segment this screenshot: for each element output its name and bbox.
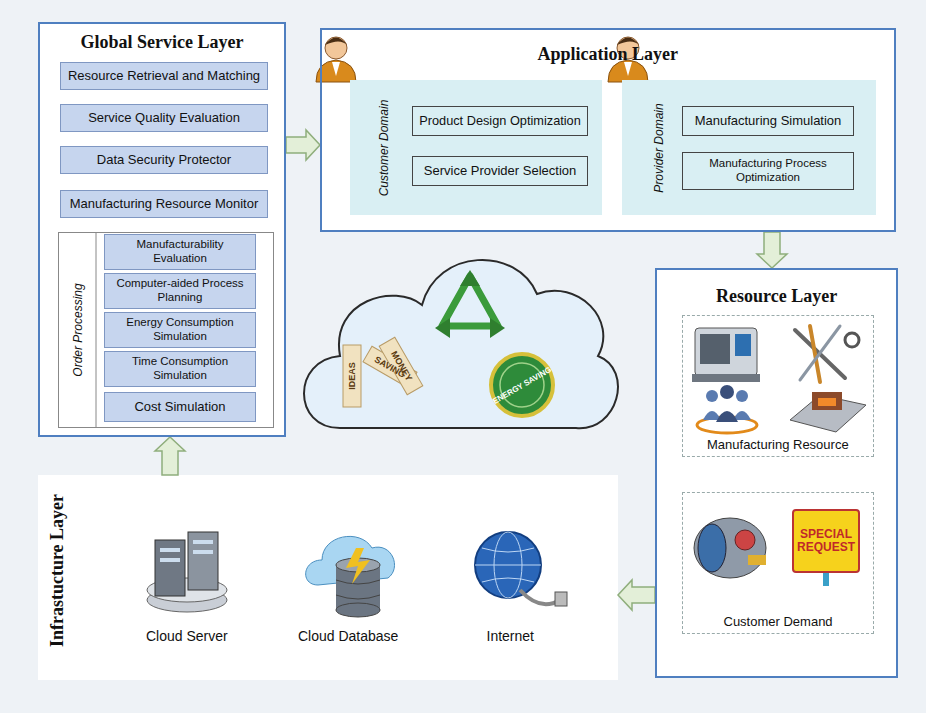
provider-domain-box: Provider Domain Manufacturing SimulationM… bbox=[622, 80, 876, 215]
person-icon bbox=[316, 37, 356, 82]
service-box: Resource Retrieval and Matching bbox=[60, 62, 268, 90]
application-box: Manufacturing Process Optimization bbox=[682, 152, 854, 190]
icon-caption: Internet bbox=[487, 628, 534, 644]
icon-caption: Cloud Database bbox=[298, 628, 398, 644]
box-label: Computer-aided Process Planning bbox=[105, 277, 255, 305]
order-step-box: Energy Consumption Simulation bbox=[104, 312, 256, 348]
group-label: Manufacturing Resource bbox=[707, 437, 849, 452]
infrastructure-layer-box: Infrastucture Layer bbox=[38, 475, 618, 680]
box-label: Manufacturing Simulation bbox=[691, 113, 846, 129]
layer-title: Application Layer bbox=[538, 44, 679, 65]
block-arrow bbox=[155, 437, 185, 475]
special-request-sign bbox=[793, 510, 859, 586]
vertical-label: Order Processing bbox=[70, 283, 84, 376]
vertical-label: Provider Domain bbox=[651, 103, 665, 192]
box-label: Energy Consumption Simulation bbox=[105, 316, 255, 344]
people-icon bbox=[697, 385, 757, 433]
service-layer-box: Global Service LayerResource Retrieval a… bbox=[38, 22, 286, 437]
block-arrow bbox=[618, 580, 655, 610]
block-arrow bbox=[286, 130, 320, 160]
resource-layer-box: Resource LayerManufacturing ResourceCust… bbox=[655, 268, 898, 678]
application-box: Service Provider Selection bbox=[412, 156, 588, 186]
box-label: Service Quality Evaluation bbox=[84, 110, 244, 126]
service-box: Service Quality Evaluation bbox=[60, 104, 268, 132]
order-step-box: Cost Simulation bbox=[104, 392, 256, 422]
application-box: Manufacturing Simulation bbox=[682, 106, 854, 136]
customer-demand-group: Customer Demand bbox=[682, 492, 874, 634]
cloud-database-icon bbox=[306, 536, 395, 617]
group-label: Customer Demand bbox=[724, 614, 833, 629]
layer-panels bbox=[38, 22, 898, 680]
sign-text: SPECIAL REQUEST bbox=[796, 528, 856, 554]
box-label: Cost Simulation bbox=[130, 399, 229, 415]
icon-caption: Cloud Server bbox=[146, 628, 228, 644]
application-box: Product Design Optimization bbox=[412, 106, 588, 136]
internet-globe-icon bbox=[475, 532, 567, 606]
customer-domain-box: Customer Domain Product Design Optimizati… bbox=[350, 80, 602, 215]
order-step-box: Time Consumption Simulation bbox=[104, 351, 256, 387]
turbine-engine-icon bbox=[694, 518, 766, 578]
service-box: Manufacturing Resource Monitor bbox=[60, 190, 268, 218]
tile-word: IDEAS bbox=[347, 362, 357, 390]
tools-icon bbox=[795, 326, 859, 382]
box-label: Product Design Optimization bbox=[415, 113, 585, 128]
box-label: Manufacturing Resource Monitor bbox=[66, 196, 263, 212]
emblem-text: ENERGY SAVING bbox=[491, 365, 553, 406]
layer-title: Global Service Layer bbox=[81, 32, 244, 53]
cloud-server-icon bbox=[147, 532, 227, 612]
box-label: Data Security Protector bbox=[93, 152, 235, 168]
vertical-label: Infrastucture Layer bbox=[47, 493, 68, 646]
manufacturing-resource-group: Manufacturing Resource bbox=[682, 315, 874, 457]
box-label: Manufacturability Evaluation bbox=[105, 238, 255, 266]
casting-machine-icon bbox=[790, 392, 866, 432]
service-box: Data Security Protector bbox=[60, 146, 268, 174]
block-arrow bbox=[757, 232, 787, 268]
cnc-machine-icon bbox=[692, 328, 760, 382]
application-layer-box: Application LayerCustomer Domain Product … bbox=[320, 28, 896, 232]
order-step-box: Computer-aided Process Planning bbox=[104, 273, 256, 309]
order-step-box: Manufacturability Evaluation bbox=[104, 234, 256, 270]
layer-title: Resource Layer bbox=[716, 286, 837, 307]
vertical-label: Customer Domain bbox=[377, 99, 391, 196]
box-label: Time Consumption Simulation bbox=[105, 355, 255, 383]
order-processing-group: Order Processing Manufacturability Evalua… bbox=[58, 232, 274, 428]
box-label: Service Provider Selection bbox=[420, 163, 580, 179]
box-label: Manufacturing Process Optimization bbox=[683, 157, 853, 185]
strip-divider bbox=[96, 232, 97, 428]
box-label: Resource Retrieval and Matching bbox=[64, 68, 264, 84]
center-cloud bbox=[304, 260, 618, 428]
